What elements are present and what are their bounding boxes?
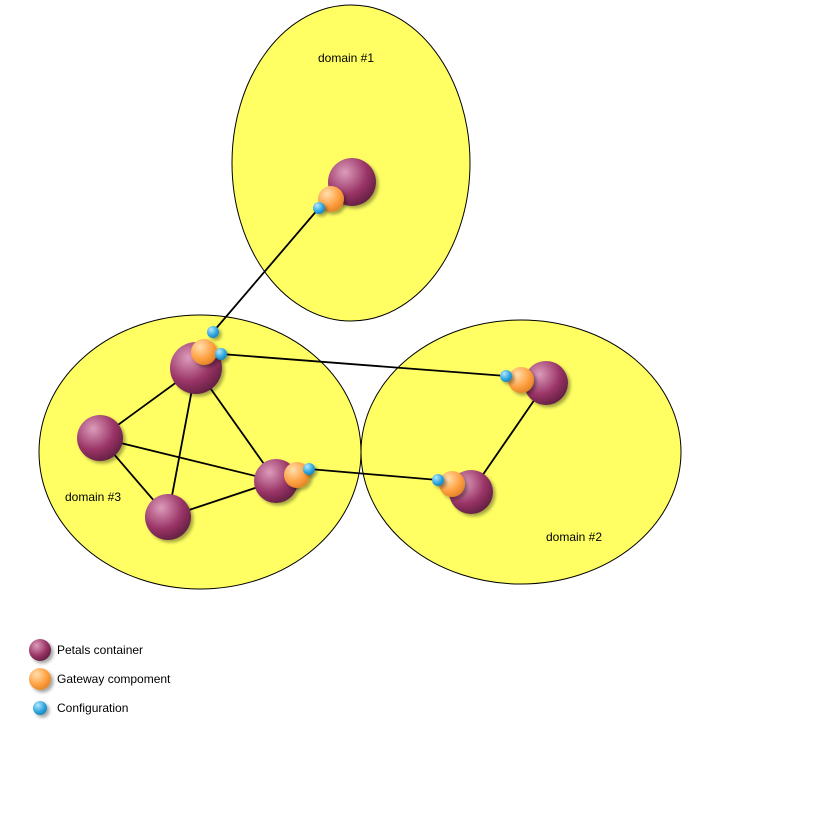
edge-line [470, 382, 547, 493]
gateway-node [508, 367, 534, 393]
config-node [432, 474, 444, 486]
config-node [313, 202, 325, 214]
legend-label: Configuration [57, 701, 128, 715]
petals-node [145, 494, 191, 540]
legend-petals-icon [29, 639, 51, 661]
config-node [303, 463, 315, 475]
domain-label: domain #1 [318, 51, 374, 65]
legend-gateway-icon [29, 668, 51, 690]
config-node [500, 370, 512, 382]
domains-layer [38, 4, 682, 590]
nodes-layer [77, 158, 568, 540]
domain-label: domain #2 [546, 530, 602, 544]
petals-node [77, 415, 123, 461]
labels-layer: domain #1 domain #3 domain #2 [65, 51, 602, 544]
gateway-node [439, 471, 465, 497]
domain-ellipse [360, 319, 682, 585]
config-node [215, 348, 227, 360]
legend-label: Petals container [57, 643, 143, 657]
gateway-node [318, 186, 344, 212]
edge-line [99, 437, 277, 482]
config-node [207, 326, 219, 338]
legend-config-icon [33, 701, 47, 715]
edge-line [308, 468, 439, 481]
edge-line [212, 207, 320, 333]
legend-label: Gateway compoment [57, 672, 171, 686]
edge-line [220, 353, 507, 377]
domain-label: domain #3 [65, 490, 121, 504]
petals-node [524, 361, 568, 405]
gateway-node [191, 339, 217, 365]
